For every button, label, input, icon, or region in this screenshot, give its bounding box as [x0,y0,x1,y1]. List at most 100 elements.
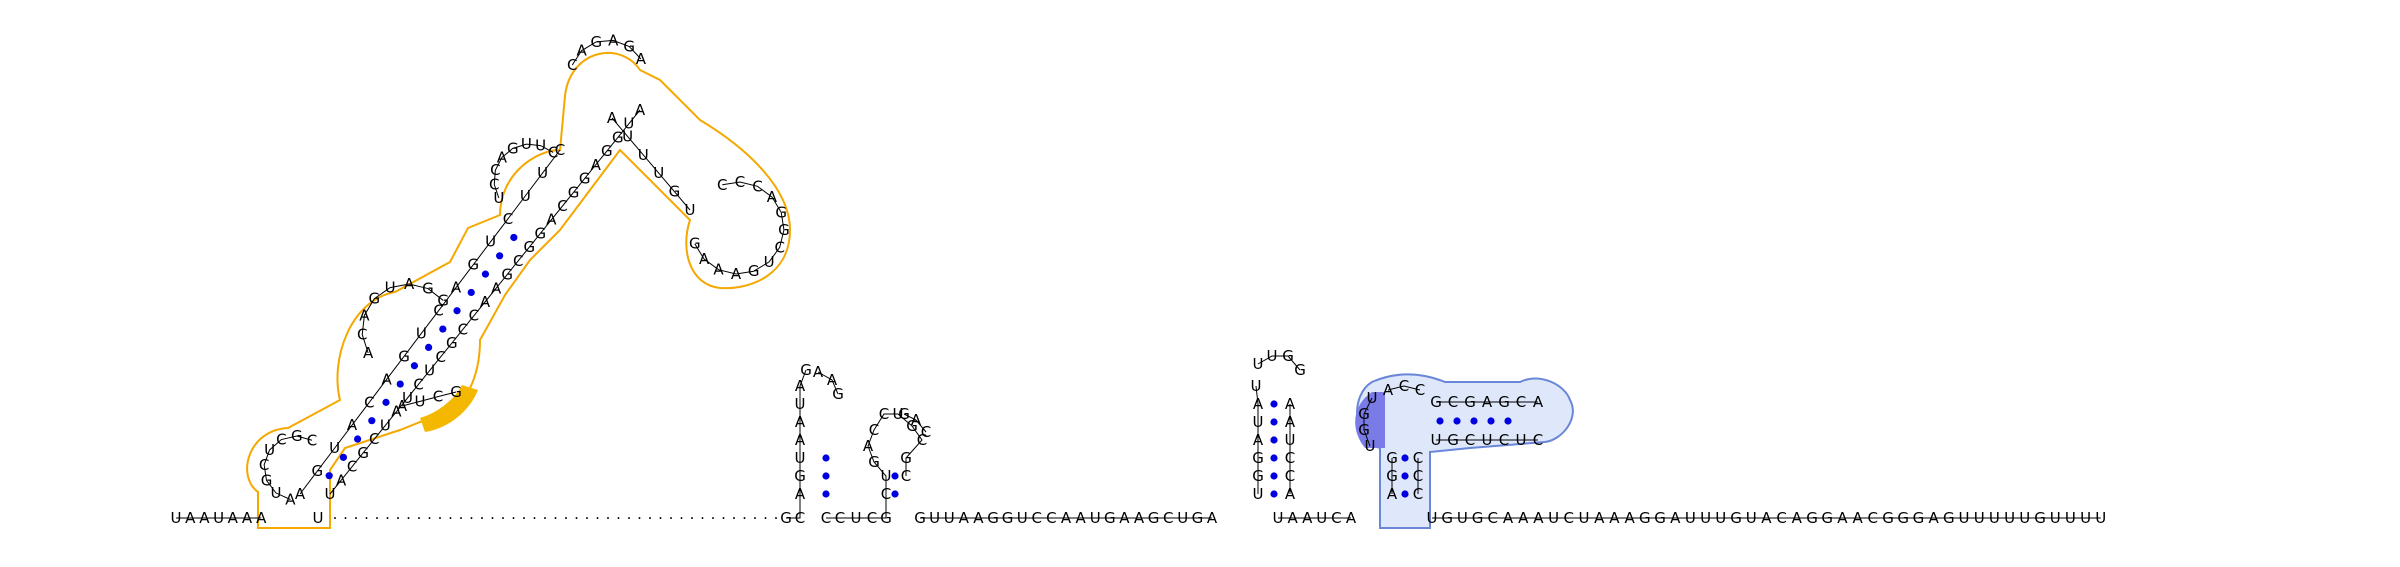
gap-dot: . [543,505,548,523]
nucleotide: C [347,458,357,476]
nucleotide: G [1430,393,1442,411]
gap-dot: . [532,505,537,523]
nucleotide: G [568,183,580,201]
nucleotide: A [397,397,408,415]
nucleotide: C [1413,467,1423,485]
nucleotide: U [535,137,546,155]
gap-dot: . [627,505,632,523]
gap-dot: . [406,505,411,523]
nucleotide: G [1913,509,1925,527]
nucleotide: A [608,31,619,49]
nucleotide: G [422,280,434,298]
base-pair-dot [1270,418,1278,426]
gap-dot: . [742,505,747,523]
nucleotide: A [1670,509,1681,527]
nucleotide: U [1579,509,1590,527]
nucleotide: C [490,161,500,179]
nucleotide: U [402,389,413,407]
nucleotide: U [385,279,396,297]
nucleotide: U [1431,431,1442,449]
nucleotide: G [1943,509,1955,527]
gap-dot: . [385,505,390,523]
nucleotide: C [1285,449,1295,467]
nucleotide: U [764,253,775,271]
nucleotide: G [590,33,602,51]
nucleotide: A [795,485,806,503]
nucleotide: U [1685,509,1696,527]
nucleotide: U [271,484,282,502]
nucleotide: A [480,293,491,311]
base-pair-dot [822,490,830,498]
nucleotide: A [1928,509,1939,527]
nucleotide: U [851,509,862,527]
nucleotide: C [1868,509,1878,527]
gap-dot: . [438,505,443,523]
nucleotide: A [1624,509,1635,527]
base-pair-dot [1436,417,1444,425]
nucleotide: U [485,233,496,251]
nucleotide: A [497,149,508,167]
base-pair-dot [496,252,504,260]
nucleotide: C [867,509,877,527]
gap-dot: . [375,505,380,523]
nucleotide: G [535,224,547,242]
nucleotide: A [1253,395,1264,413]
nucleotide: U [795,449,806,467]
base-pair-dot [1401,454,1409,462]
nucleotide: C [433,302,443,320]
base-pair-dot [1401,490,1409,498]
base-pair-dot [396,380,404,388]
nucleotide: C [901,467,911,485]
base-pair-dot [439,325,447,333]
nucleotide: A [636,50,647,68]
nucleotide: G [914,509,926,527]
nucleotide: G [1897,509,1909,527]
nucleotide: U [2050,509,2061,527]
nucleotide: A [959,509,970,527]
nucleotide-backbone [1387,385,1421,391]
nucleotide: C [774,238,784,256]
nucleotide: U [325,485,336,503]
nucleotide: U [638,146,649,164]
nucleotide: G [523,238,535,256]
base-pair-dot [1453,417,1461,425]
nucleotide: C [557,197,567,215]
nucleotide: A [1346,509,1357,527]
nucleotide: A [1134,509,1145,527]
nucleotide: A [1594,509,1605,527]
nucleotide: A [1518,509,1529,527]
nucleotide: A [1207,509,1218,527]
nucleotide: U [424,362,435,380]
base-pair-dot [1470,417,1478,425]
nucleotide: A [391,403,402,421]
gap-dot: . [469,505,474,523]
nucleotide: C [821,509,831,527]
gap-dot: . [564,505,569,523]
nucleotide-backbone [299,149,561,495]
base-pair-dot [325,472,333,480]
nucleotide: U [2095,509,2106,527]
nucleotide: U [1267,347,1278,365]
nucleotide: A [228,509,239,527]
nucleotide: G [1639,509,1651,527]
nucleotide: U [1316,509,1327,527]
nucleotide: U [944,509,955,527]
nucleotide-backbone [1363,397,1373,447]
gap-dot: . [396,505,401,523]
gap-dot: . [595,505,600,523]
nucleotide: G [623,37,635,55]
gap-dot: . [679,505,684,523]
nucleotide: A [699,250,710,268]
nucleotide-backbone [903,413,927,433]
gap-dot: . [700,505,705,523]
nucleotide: A [1533,509,1544,527]
nucleotide: G [1358,405,1370,423]
gap-dot: . [343,505,348,523]
nucleotide: U [264,441,275,459]
nucleotide: C [921,423,931,441]
nucleotide: G [775,203,787,221]
nucleotide: U [493,189,504,207]
nucleotide: U [1516,431,1527,449]
nucleotide-backbone [611,117,691,211]
